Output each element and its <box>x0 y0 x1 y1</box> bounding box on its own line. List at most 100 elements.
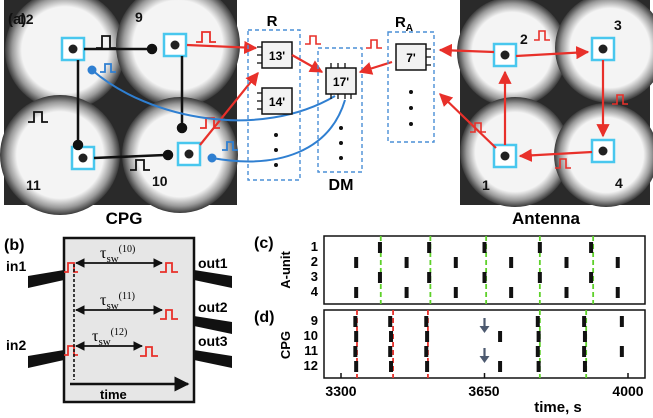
spike-CPG-11-5 <box>619 346 624 357</box>
spike-A-unit-3-0 <box>377 272 382 283</box>
spike-CPG-12-1 <box>389 361 394 372</box>
spike-A-unit-4-5 <box>615 287 620 298</box>
r-title: R <box>267 13 278 30</box>
spike-CPG-9-1 <box>388 316 393 327</box>
tau-10: τsw(10) <box>100 244 135 265</box>
c-row-1: 1 <box>311 239 318 254</box>
x-axis-label: time, s <box>534 399 582 416</box>
spike-A-unit-3-2 <box>482 272 487 283</box>
d-row-10: 10 <box>304 328 318 343</box>
down-arrow-head-1 <box>479 356 490 363</box>
cpg-cell-10: 10 <box>152 173 168 189</box>
d-ylabel: CPG <box>278 331 293 359</box>
device-box <box>28 236 232 404</box>
antenna-cells <box>492 36 616 169</box>
spike-A-unit-1-4 <box>589 242 594 253</box>
spike-A-unit-4-3 <box>509 287 514 298</box>
raster-marks <box>340 236 629 378</box>
d-row-11: 11 <box>304 343 318 358</box>
x-tick-3650: 3650 <box>468 383 499 399</box>
spike-A-unit-4-1 <box>404 287 409 298</box>
c-row-2: 2 <box>311 254 318 269</box>
spike-CPG-12-3 <box>498 361 503 372</box>
dm-block <box>317 47 363 173</box>
antenna-cell-3: 3 <box>614 17 622 33</box>
d-row-labels: 9 10 11 12 <box>304 313 318 373</box>
spike-CPG-12-5 <box>582 361 587 372</box>
spike-A-unit-3-3 <box>537 272 542 283</box>
spike-CPG-11-2 <box>424 346 429 357</box>
cpg-to-r-arrows <box>186 40 259 146</box>
spike-A-unit-2-2 <box>453 257 458 268</box>
spike-CPG-11-1 <box>388 346 393 357</box>
cpg-links <box>72 43 188 161</box>
spike-CPG-12-2 <box>425 361 430 372</box>
spike-A-unit-2-4 <box>564 257 569 268</box>
cpg-pulses <box>28 31 238 171</box>
c-row-3: 3 <box>311 269 318 284</box>
ra-block <box>387 31 435 143</box>
spike-CPG-9-0 <box>353 316 358 327</box>
dm-unit: 17' <box>333 75 349 89</box>
ra-unit: 7' <box>406 51 416 65</box>
input-in2: in2 <box>6 337 26 353</box>
spike-A-unit-3-4 <box>589 272 594 283</box>
antenna-cell-1: 1 <box>482 177 490 193</box>
spike-CPG-9-2 <box>424 316 429 327</box>
dm-title: DM <box>329 177 354 194</box>
spike-A-unit-2-1 <box>404 257 409 268</box>
down-arrow-head-0 <box>479 326 490 333</box>
spike-A-unit-2-3 <box>509 257 514 268</box>
d-row-12: 12 <box>304 358 318 373</box>
r-unit-14: 14' <box>269 95 285 109</box>
antenna-cell-2: 2 <box>520 31 528 47</box>
ra-title: RA <box>395 14 413 34</box>
spike-A-unit-4-4 <box>564 287 569 298</box>
spike-CPG-10-2 <box>425 331 430 342</box>
cpg-cells <box>60 32 202 171</box>
output-out1: out1 <box>198 255 228 271</box>
cpg-cell-12: 12 <box>18 11 34 27</box>
tau-12: τsw(12) <box>92 327 127 348</box>
spike-A-unit-1-2 <box>482 242 487 253</box>
spike-A-unit-1-0 <box>377 242 382 253</box>
spike-CPG-10-0 <box>354 331 359 342</box>
spike-A-unit-3-1 <box>427 272 432 283</box>
spike-CPG-9-3 <box>535 316 540 327</box>
r-unit-13: 13' <box>269 49 285 63</box>
output-out3: out3 <box>198 333 228 349</box>
cpg-cell-9: 9 <box>135 9 143 25</box>
spike-A-unit-2-5 <box>615 257 620 268</box>
spike-CPG-11-4 <box>582 346 587 357</box>
d-row-9: 9 <box>311 313 318 328</box>
spike-CPG-10-3 <box>498 331 503 342</box>
spike-CPG-11-3 <box>535 346 540 357</box>
x-tick-3300: 3300 <box>325 383 356 399</box>
c-row-4: 4 <box>311 284 319 299</box>
spike-CPG-10-5 <box>582 331 587 342</box>
spike-CPG-10-1 <box>389 331 394 342</box>
panel-d-label: (d) <box>254 309 274 326</box>
time-label: time <box>100 387 127 402</box>
antenna-cell-4: 4 <box>615 175 623 191</box>
cpg-cell-11: 11 <box>26 177 41 193</box>
panel-c-label: (c) <box>254 235 274 252</box>
c-ylabel: A-unit <box>278 251 293 289</box>
panel-b-label: (b) <box>4 237 24 254</box>
spike-A-unit-4-2 <box>453 287 458 298</box>
spike-A-unit-1-1 <box>427 242 432 253</box>
spike-CPG-12-4 <box>536 361 541 372</box>
ra-to-dm-arrow <box>358 39 393 75</box>
spike-A-unit-1-3 <box>537 242 542 253</box>
spike-CPG-12-0 <box>354 361 359 372</box>
r-to-dm-arrows <box>291 35 324 73</box>
spike-CPG-11-0 <box>353 346 358 357</box>
tau-11: τsw(11) <box>100 291 135 312</box>
input-in1: in1 <box>6 258 26 274</box>
spike-A-unit-2-0 <box>354 257 359 268</box>
cpg-photo <box>0 0 240 215</box>
cpg-title: CPG <box>106 209 143 228</box>
r-block <box>247 29 301 181</box>
